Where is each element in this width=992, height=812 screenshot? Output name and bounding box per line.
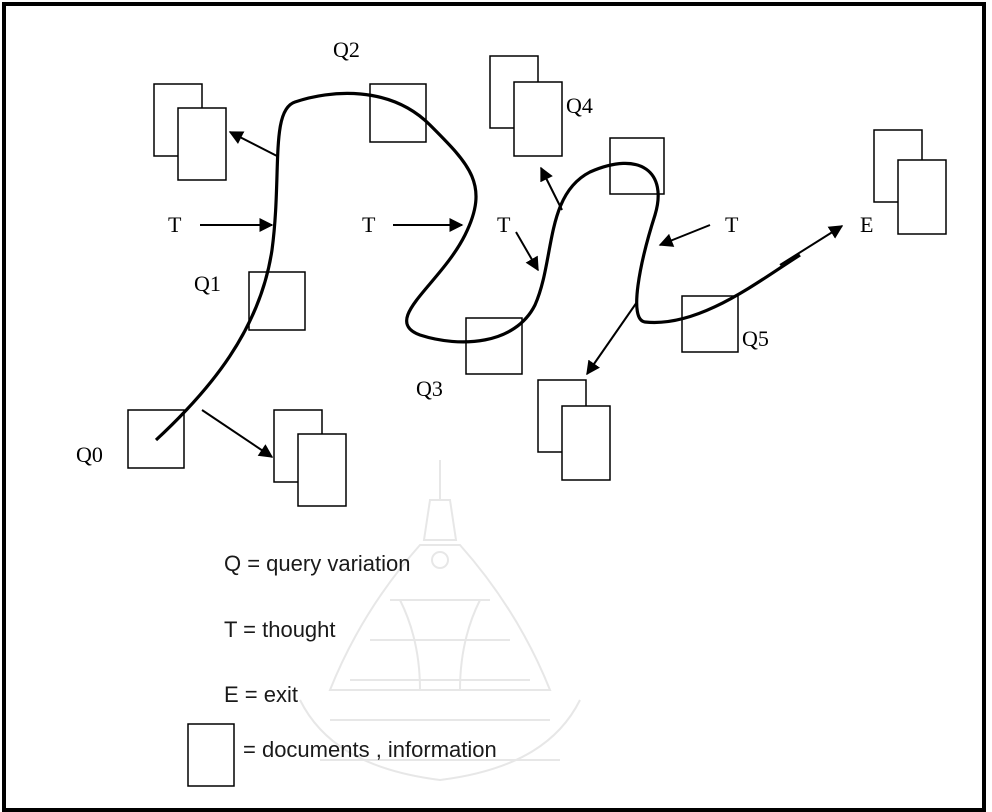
legend-query: Q = query variation: [224, 551, 410, 576]
legend-documents: = documents , information: [243, 737, 497, 762]
documents-stack-top-left: [153, 83, 227, 181]
arrow-thought-4: [658, 224, 711, 247]
legend-document-icon: [187, 723, 235, 787]
legend-thought: T = thought: [224, 617, 336, 642]
arrow-thought-3: [515, 231, 539, 272]
label-thought-1: T: [168, 212, 182, 237]
arrow-to-docs-q4: [540, 166, 563, 211]
documents-stack-exit: [873, 129, 947, 235]
label-exit: E: [860, 212, 873, 237]
label-q5: Q5: [742, 326, 769, 351]
arrow-to-docs-top-left: [228, 131, 278, 157]
arrow-to-exit: [779, 225, 844, 266]
arrow-to-docs-bottom-left: [201, 409, 274, 458]
documents-stack-bottom-middle: [537, 379, 611, 481]
label-q1: Q1: [194, 271, 221, 296]
legend: Q = query variation T = thought E = exit…: [187, 551, 497, 787]
legend-exit: E = exit: [224, 682, 298, 707]
arrow-to-docs-bottom-middle: [586, 301, 638, 376]
watermark-seal: [299, 460, 581, 782]
query-box-q3: [465, 317, 523, 375]
search-path-curve: [154, 91, 801, 442]
label-q0: Q0: [76, 442, 103, 467]
documents-stack-q4: [489, 55, 563, 157]
documents-stack-bottom-left: [273, 409, 347, 507]
label-thought-3: T: [497, 212, 511, 237]
label-thought-4: T: [725, 212, 739, 237]
label-thought-2: T: [362, 212, 376, 237]
label-q2: Q2: [333, 37, 360, 62]
query-box-q5: [681, 295, 739, 353]
label-q4: Q4: [566, 93, 593, 118]
label-q3: Q3: [416, 376, 443, 401]
